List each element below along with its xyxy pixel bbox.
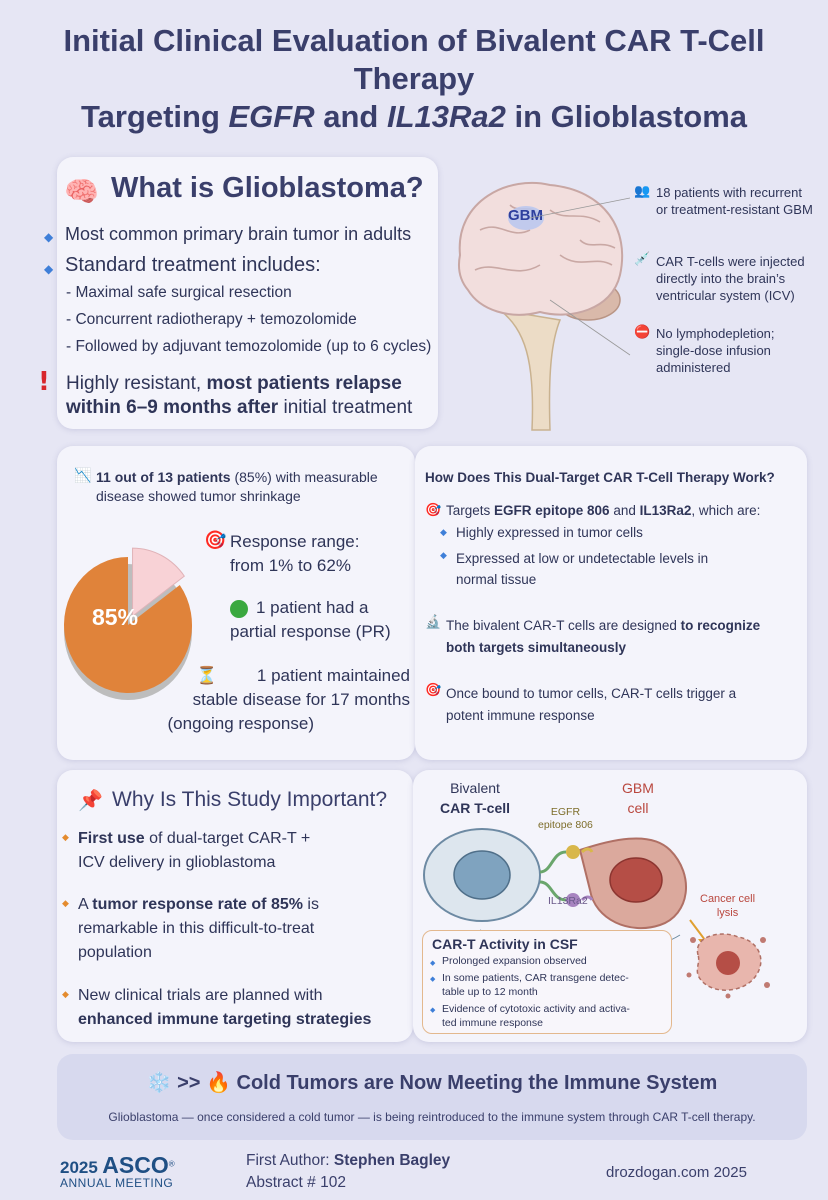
brain-note-3: No lymphodepletion; single-dose infusion… xyxy=(656,326,775,375)
patients-icon: 👥 xyxy=(634,184,651,199)
what-sub-1: - Maximal safe surgical resection xyxy=(66,284,292,301)
what-card xyxy=(57,157,438,429)
pie-value-label: 85% xyxy=(92,604,139,630)
brain-gbm-label: GBM xyxy=(508,207,543,224)
cold-subtitle: Glioblastoma — once considered a cold tu… xyxy=(108,1110,756,1124)
how-target-line: Targets EGFR epitope 806 and IL13Ra2, wh… xyxy=(446,503,761,518)
title-line2: Targeting EGFR and IL13Ra2 in Glioblasto… xyxy=(80,99,748,134)
diamond-bullet-icon: ◆ xyxy=(44,230,54,244)
brain-emoji-icon: 🧠 xyxy=(64,175,99,208)
target-icon: 🎯 xyxy=(425,683,442,698)
pie-slice-response xyxy=(63,557,192,693)
snowflake-icon: ❄️ xyxy=(146,1072,172,1094)
csf-3: Evidence of cytotoxic activity and activ… xyxy=(442,1003,630,1029)
how-recognize: The bivalent CAR-T cells are designed to… xyxy=(446,618,761,655)
microscope-icon: 🔬 xyxy=(425,615,442,630)
what-bullet-1: Most common primary brain tumor in adult… xyxy=(65,224,412,244)
response-pie-chart xyxy=(63,547,192,700)
footer-author: First Author: Stephen Bagley xyxy=(246,1152,451,1169)
what-sub-2: - Concurrent radiotherapy + temozolomide xyxy=(66,311,357,328)
diamond-bullet-icon: ◆ xyxy=(440,528,447,538)
footer-site: drozdogan.com 2025 xyxy=(606,1164,747,1181)
gbm-nucleus xyxy=(609,857,663,903)
csf-box xyxy=(422,930,672,1034)
cold-heading: Cold Tumors are Now Meeting the Immune S… xyxy=(236,1072,718,1094)
what-heading: What is Glioblastoma? xyxy=(111,172,424,204)
chart-down-icon: 📉 xyxy=(74,468,92,484)
hourglass-icon: ⏳ xyxy=(196,666,218,686)
target-icon: 🎯 xyxy=(204,530,227,551)
pie-slice-remainder xyxy=(132,547,185,618)
why-heading: Why Is This Study Important? xyxy=(112,788,388,811)
diagram-il-label: IL13Ra2 xyxy=(548,895,588,907)
lysed-cell-illustration xyxy=(686,933,770,999)
pushpin-icon: 📌 xyxy=(78,788,103,812)
csf-1: Prolonged expansion observed xyxy=(442,955,587,967)
page-title: Initial Clinical Evaluation of Bivalent … xyxy=(0,22,828,136)
pointer-lines xyxy=(529,197,631,356)
footer-abstract: Abstract # 102 xyxy=(246,1174,346,1191)
diamond-bullet-icon: ◆ xyxy=(430,959,436,967)
diamond-bullet-icon: ◆ xyxy=(430,1006,436,1014)
syringe-icon: 💉 xyxy=(634,252,651,267)
asco-logo: 2025 ASCO® ANNUAL MEETING xyxy=(60,1152,175,1190)
orange-bullet-icon: ◆ xyxy=(62,899,69,909)
what-bullet-2: Standard treatment includes: xyxy=(65,254,321,276)
brain-illustration xyxy=(458,181,624,431)
exclamation-icon: ! xyxy=(38,367,50,397)
brain-note-1: 18 patients with recurrent or treatment-… xyxy=(656,185,813,217)
how-card xyxy=(415,446,807,760)
diamond-bullet-icon: ◆ xyxy=(430,975,436,983)
results-headline: 11 out of 13 patients (85%) with measura… xyxy=(96,469,378,504)
how-heading: How Does This Dual-Target CAR T-Cell The… xyxy=(425,470,775,485)
why-1: First use of dual-target CAR-T +ICV deli… xyxy=(78,830,311,871)
diamond-bullet-icon: ◆ xyxy=(440,551,447,561)
how-sub-2: Expressed at low or undetectable levels … xyxy=(456,551,709,587)
orange-bullet-icon: ◆ xyxy=(62,990,69,1000)
csf-2: In some patients, CAR transgene detec-ta… xyxy=(442,972,629,998)
no-entry-icon: ⛔ xyxy=(634,325,651,340)
green-circle-icon xyxy=(230,600,248,618)
result-1: Response range:from 1% to 62% xyxy=(230,532,360,575)
csf-heading: CAR-T Activity in CSF xyxy=(432,936,578,952)
why-card xyxy=(57,770,413,1042)
target-icon: 🎯 xyxy=(425,503,442,518)
how-trigger: Once bound to tumor cells, CAR-T cells t… xyxy=(446,686,737,723)
fire-icon: 🔥 xyxy=(206,1072,231,1094)
orange-bullet-icon: ◆ xyxy=(62,833,69,843)
car-t-nucleus xyxy=(453,850,511,900)
cold-heading-line: ❄️ >> 🔥 Cold Tumors are Now Meeting the … xyxy=(146,1072,718,1094)
car-t-diagram xyxy=(423,828,716,960)
title-line1: Initial Clinical Evaluation of Bivalent … xyxy=(63,23,765,96)
diamond-bullet-icon: ◆ xyxy=(44,262,54,276)
cold-tumor-banner xyxy=(57,1054,807,1140)
how-sub-1: Highly expressed in tumor cells xyxy=(456,525,643,540)
what-sub-3: - Followed by adjuvant temozolomide (up … xyxy=(66,338,432,355)
brain-note-2: CAR T-cells were injected directly into … xyxy=(656,254,805,303)
